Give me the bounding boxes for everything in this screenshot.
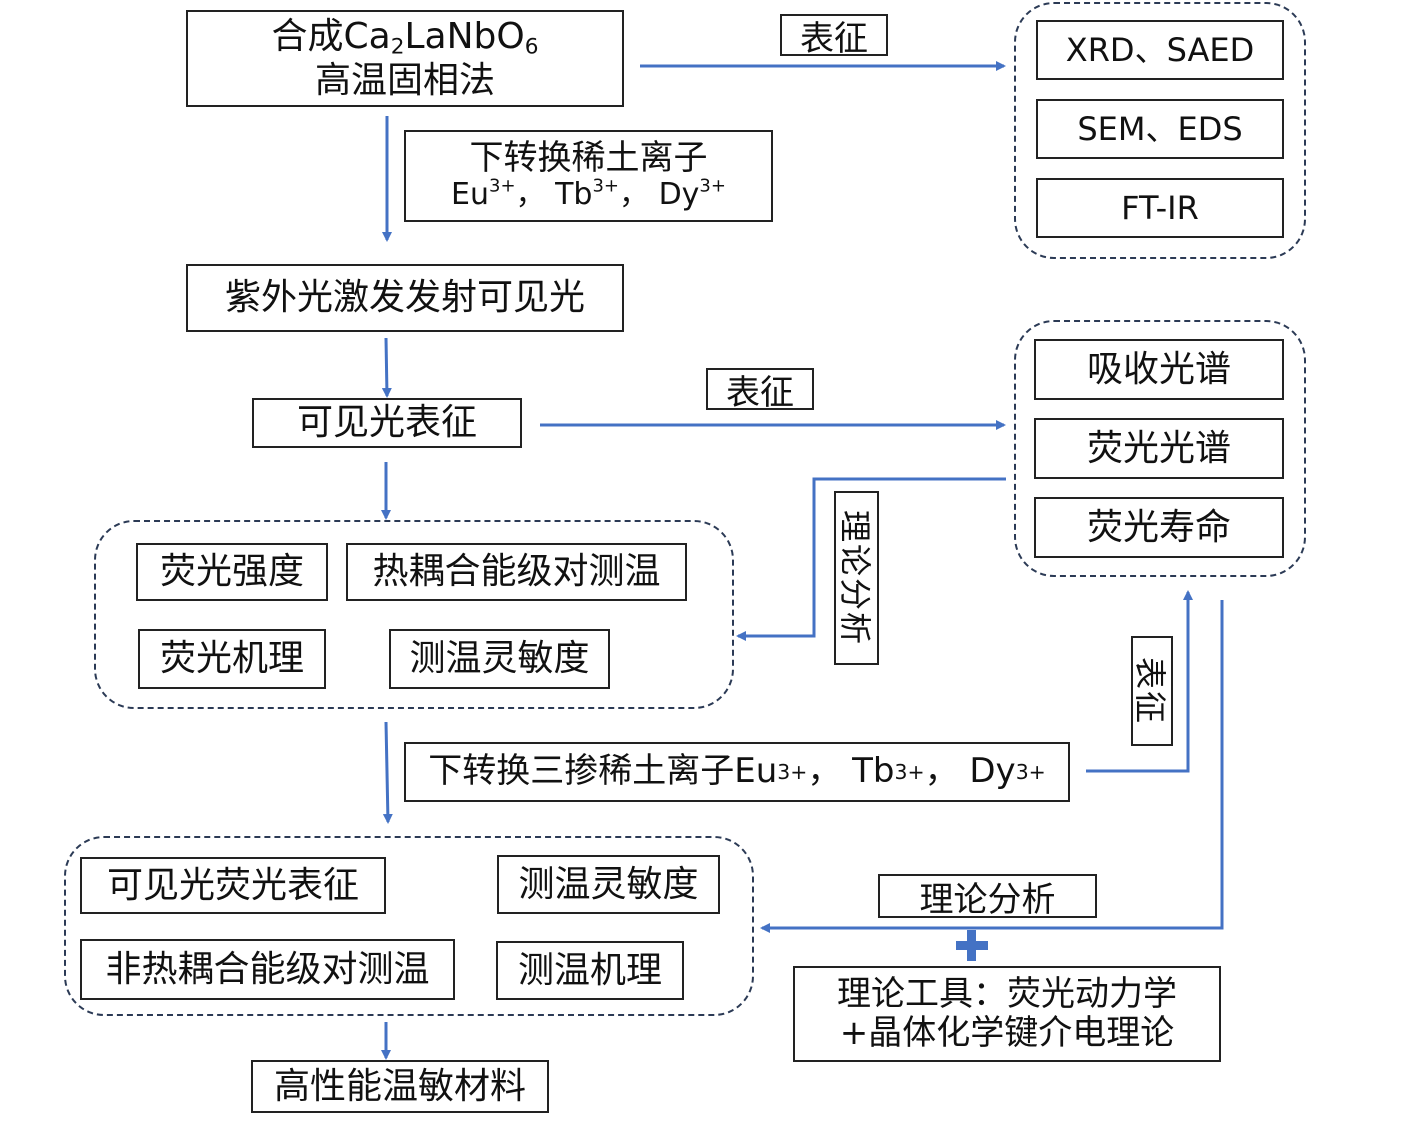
method-xrd-saed: XRD、SAED: [1036, 20, 1284, 80]
ion-tb: Tb: [852, 751, 895, 792]
ion-charge: 3+: [592, 175, 620, 197]
characterization-methods-group: [1014, 2, 1306, 259]
separator: ，: [807, 751, 842, 792]
synthesis-prefix: 合成Ca: [271, 15, 391, 57]
thermal-coupled-thermometry: 热耦合能级对测温: [346, 543, 687, 601]
downconversion-ions-box: 下转换稀土离子 Eu3+， Tb3+， Dy3+: [404, 130, 773, 222]
non-thermal-coupled-thermometry: 非热耦合能级对测温: [80, 939, 455, 1000]
separator: ，: [619, 177, 650, 213]
tools-line1: 理论工具：荧光动力学: [837, 973, 1177, 1014]
spectra-group: [1014, 320, 1306, 577]
plus-icon: [956, 930, 988, 961]
thermometry-sensitivity-1: 测温灵敏度: [389, 629, 610, 689]
synthesis-sub2: 6: [524, 34, 539, 60]
fluorescence-spectrum: 荧光光谱: [1034, 418, 1284, 479]
separator: ，: [924, 751, 959, 792]
arrow-uv-to-visible: [381, 337, 392, 398]
tri-doped-title: 下转换三掺稀土离子: [428, 751, 735, 792]
thermal-coupling-group: [94, 520, 734, 709]
tools-line2: +晶体化学键介电理论: [839, 1013, 1175, 1053]
downconversion-title: 下转换稀土离子: [469, 138, 708, 179]
thermometry-sensitivity-2: 测温灵敏度: [497, 855, 720, 914]
visible-characterization-box: 可见光表征: [252, 398, 522, 448]
fluorescence-lifetime: 荧光寿命: [1034, 497, 1284, 558]
ion-charge: 3+: [699, 175, 726, 197]
arrow-group1-to-group2: [382, 721, 393, 824]
method-ftir: FT-IR: [1036, 178, 1284, 238]
synthesis-box: 合成Ca2LaNbO6 高温固相法: [186, 10, 624, 107]
ion-eu: Eu: [734, 751, 778, 792]
ion-charge: 3+: [489, 175, 516, 197]
synthesis-mid: LaNbO: [404, 15, 525, 57]
ion-eu: Eu: [451, 177, 489, 213]
ion-dy: Dy: [658, 177, 700, 213]
arrow-spectra-to-group1: [736, 477, 1006, 641]
synthesis-method: 高温固相法: [314, 59, 495, 101]
characterization-label-top: 表征: [780, 14, 888, 59]
fluorescence-intensity: 荧光强度: [136, 543, 328, 601]
characterization-label-vertical: 表征: [1131, 636, 1173, 746]
theory-analysis-text: 理论分析: [835, 509, 874, 647]
arrow-spectra-to-group2: [760, 600, 1224, 933]
final-material-box: 高性能温敏材料: [251, 1060, 549, 1113]
theoretical-tools-box: 理论工具：荧光动力学 +晶体化学键介电理论: [793, 966, 1221, 1062]
visible-fluorescence-characterization: 可见光荧光表征: [80, 857, 386, 914]
non-thermal-coupling-group: [64, 836, 754, 1016]
characterization-label-mid: 表征: [706, 368, 814, 413]
arrow-tridoped-to-spectra: [1086, 590, 1193, 773]
absorption-spectrum: 吸收光谱: [1034, 339, 1284, 400]
method-sem-eds: SEM、EDS: [1036, 99, 1284, 159]
uv-excitation-box: 紫外光激发发射可见光: [186, 264, 624, 332]
ion-dy: Dy: [969, 751, 1016, 792]
characterization-text: 表征: [1131, 656, 1170, 726]
theory-analysis-label-horizontal: 理论分析: [878, 874, 1097, 920]
synthesis-sub1: 2: [390, 34, 405, 60]
ion-tb: Tb: [555, 177, 593, 213]
separator: ，: [515, 177, 546, 213]
fluorescence-mechanism: 荧光机理: [138, 629, 326, 689]
thermometry-mechanism: 测温机理: [496, 941, 684, 1000]
theory-analysis-label-vertical: 理论分析: [834, 491, 879, 665]
